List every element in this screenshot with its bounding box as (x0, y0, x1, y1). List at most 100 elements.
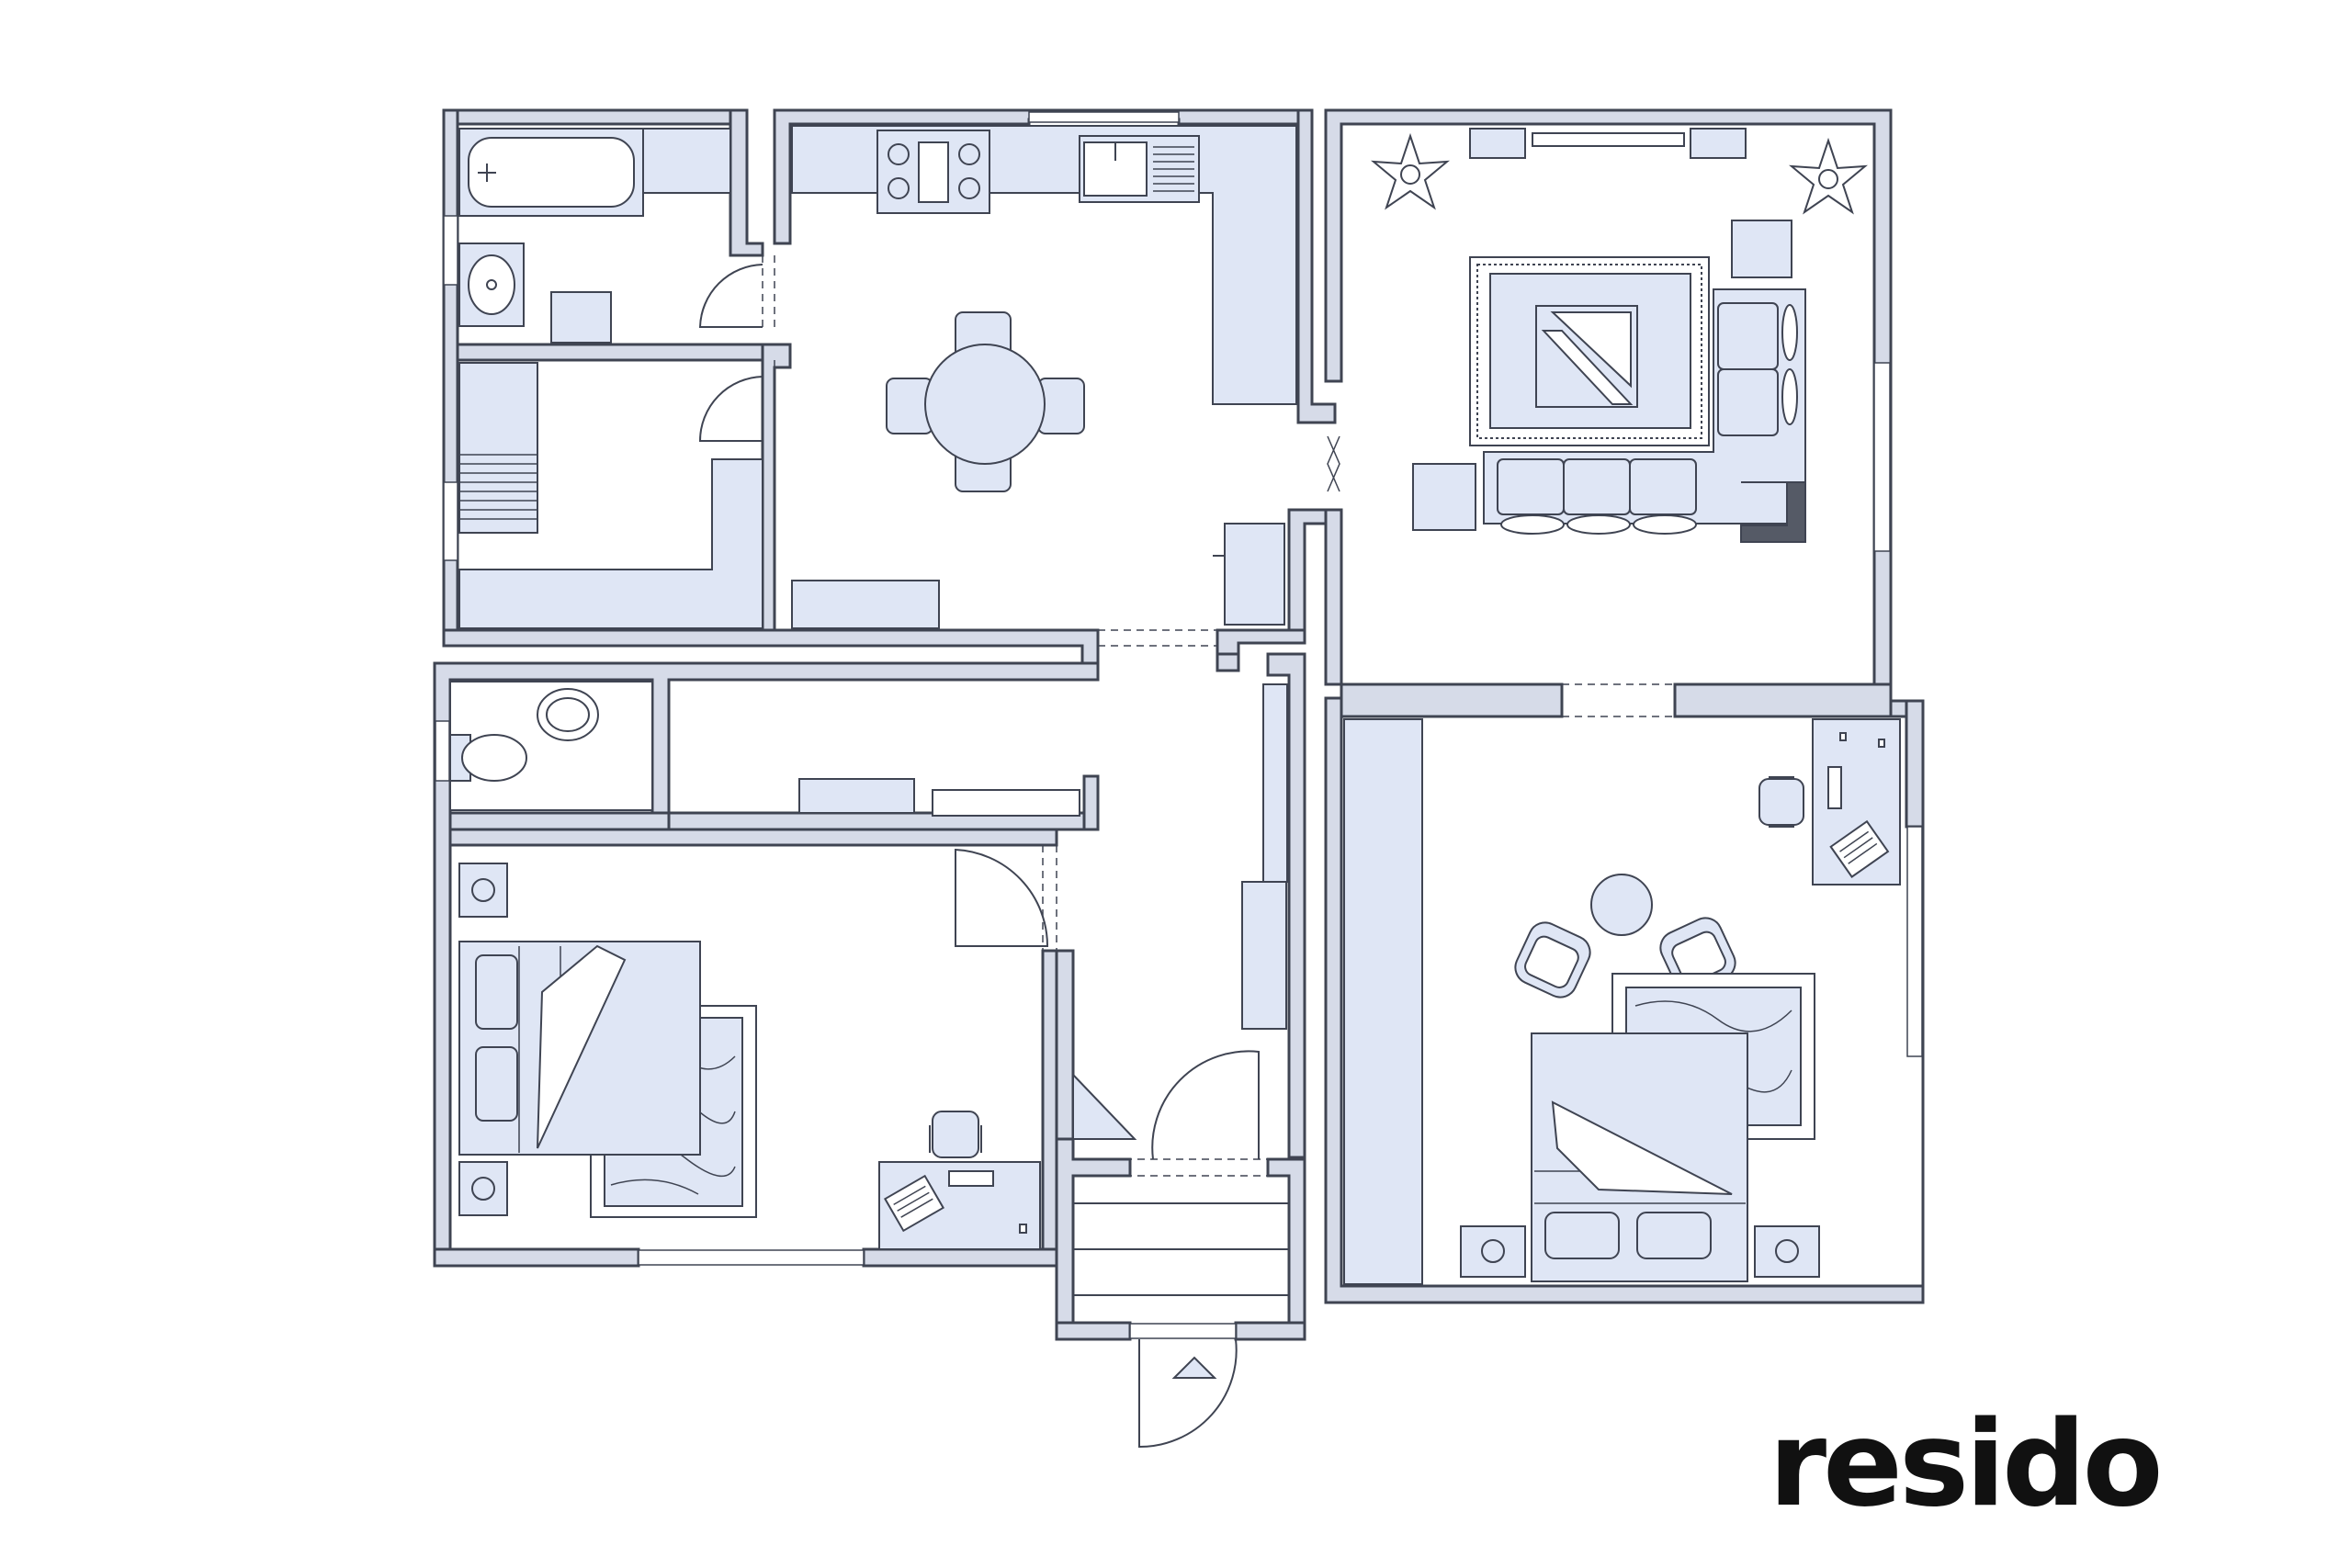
pillow (1544, 1212, 1620, 1259)
sofa-arm (1500, 514, 1565, 535)
door-corridor (1151, 1050, 1260, 1160)
lamp-icon (1775, 1239, 1799, 1263)
door-stair (698, 376, 763, 442)
wc-small (449, 681, 1080, 817)
corridor-cabinet (1262, 683, 1288, 883)
sofa-cushion (1629, 458, 1697, 515)
wall-kitchen-right (1296, 108, 1337, 424)
corridor-wardrobe (1241, 881, 1287, 1030)
wc-sink-basin (546, 697, 590, 732)
window-entrance (1129, 1323, 1237, 1339)
burner-icon (888, 177, 910, 199)
desk-item-small (1839, 732, 1847, 741)
nightstand (1754, 1225, 1820, 1278)
bedroom-right (1343, 718, 1901, 1285)
wall-corridor-left (1055, 949, 1075, 1141)
bedroom-left (458, 863, 1041, 1250)
bath-sink-drain (486, 279, 497, 290)
side-table (1412, 463, 1476, 531)
sofa-cushion (1563, 458, 1631, 515)
brand-logo: resido (1769, 1396, 2164, 1533)
side-table (1731, 220, 1792, 278)
wall-bedroom-left-bottom-right (862, 1247, 1058, 1268)
nightstand (458, 863, 508, 918)
walls (433, 108, 1925, 1341)
sofa-arm (1633, 514, 1697, 535)
nightstand (458, 1161, 508, 1216)
desk-item (1827, 766, 1842, 809)
plant-icon (1370, 132, 1451, 210)
door-swings (586, 264, 1340, 1449)
sofa-cushion (1497, 458, 1565, 515)
bath-counter (642, 128, 731, 194)
stair-room (458, 362, 763, 629)
window-stairs (443, 481, 458, 561)
desk-chair (1758, 776, 1804, 828)
kitchen-counter (791, 125, 1297, 405)
desk-item-small (1019, 1224, 1027, 1234)
sofa-cushion (1717, 368, 1779, 436)
sofa-cushion (1717, 302, 1779, 370)
wall-bedroom-left-bottom (433, 1247, 640, 1268)
lamp-icon (1481, 1239, 1505, 1263)
wall-left-outer (442, 108, 459, 645)
sofa-arm (1566, 514, 1631, 535)
window-kitchen (1028, 111, 1180, 123)
door-bath (698, 264, 763, 328)
wall-upper-bottom-right (1216, 628, 1306, 656)
tv-stand-right (1690, 128, 1747, 159)
side-table-round (1590, 874, 1653, 936)
laptop-icon (1829, 819, 1890, 878)
sofa-corner (1740, 481, 1806, 543)
window-bedroom-left (638, 1249, 865, 1266)
kitchen-dining (791, 125, 1297, 629)
wall-bedroom-left-right (1041, 949, 1058, 1268)
hall-shelf (932, 789, 1080, 817)
wall-corridor-right (1266, 652, 1306, 1159)
tv-stand-left (1469, 128, 1526, 159)
wall-bath-right (729, 108, 764, 257)
wc-sink-icon (537, 688, 599, 741)
wall-living-outer (1324, 108, 1893, 718)
window-living (1873, 362, 1891, 552)
burner-icon (888, 143, 910, 165)
toilet-icon (461, 734, 527, 782)
wall-entrance-bottom-right (1234, 1321, 1306, 1341)
living-room (1370, 128, 1869, 543)
burner-icon (958, 177, 980, 199)
pillow (475, 1046, 518, 1122)
window-wc (435, 720, 450, 782)
entrance-arrow-icon (1171, 1356, 1217, 1379)
bathroom-top-left (458, 128, 731, 344)
door-bedroom-left (955, 848, 1049, 947)
bed-sheet-fold (1551, 1100, 1733, 1195)
bed-sheet-fold (537, 944, 627, 1149)
door-openings (651, 255, 1675, 1177)
fridge (1224, 523, 1285, 626)
wall-living-bottom (1340, 682, 1564, 718)
nightstand (1460, 1225, 1526, 1278)
wall-bath-bottom (456, 343, 764, 362)
hall-cabinet (798, 778, 915, 814)
wall-entrance-right (1266, 1157, 1306, 1338)
door-balcony (1327, 435, 1340, 492)
lamp-icon (471, 878, 495, 902)
window-bedroom-right (1906, 826, 1923, 1057)
door-entrance (1138, 1338, 1238, 1449)
wall-bedroom-left-top (448, 828, 1058, 847)
stair-room-counter (458, 458, 763, 629)
kitchen-low-cabinet (791, 580, 940, 629)
corridor-step (1072, 1072, 1137, 1140)
wall-living-bottom-right (1673, 682, 1893, 718)
desk-item-small (1878, 739, 1885, 748)
wall-wc-bottom (448, 811, 671, 831)
bath-cabinet (550, 291, 612, 344)
lamp-icon (471, 1177, 495, 1201)
sofa-arm (1781, 304, 1798, 361)
dining-table (924, 344, 1046, 465)
desk-chair (929, 1111, 982, 1158)
laptop-icon (883, 1174, 945, 1233)
stair-steps (459, 454, 537, 520)
wall-corridor-right-inner (1216, 652, 1240, 672)
